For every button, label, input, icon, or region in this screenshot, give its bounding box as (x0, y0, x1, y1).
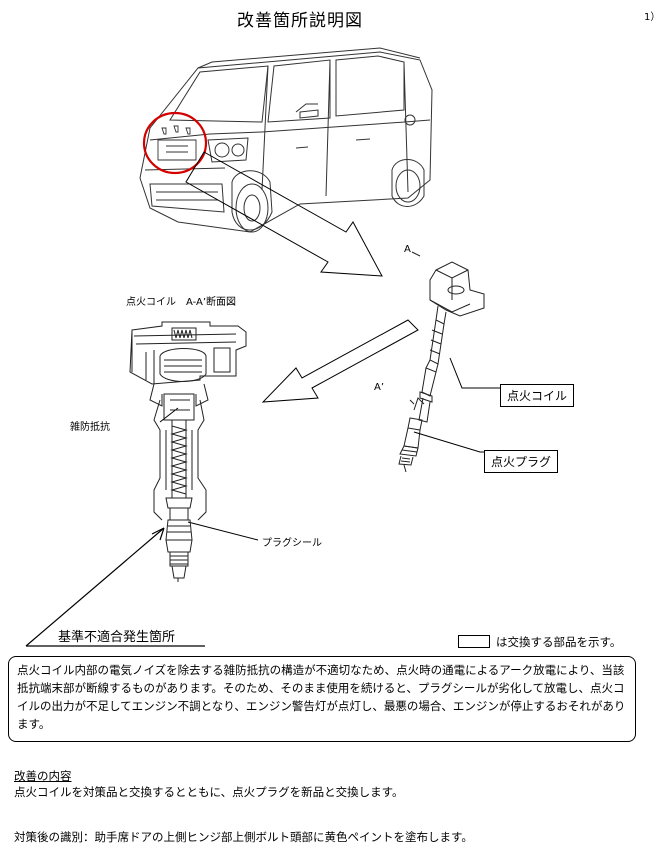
description-box: 点火コイル内部の電気ノイズを除去する雑防抵抗の構造が不適切なため、点火時の通電に… (8, 656, 636, 742)
arrow-car-to-coil (185, 151, 383, 277)
section-mark-a: A (404, 244, 411, 255)
defect-location-label: 基準不適合発生箇所 (58, 630, 176, 645)
section-mark-a-prime: A’ (374, 382, 385, 393)
improvement-heading: 改善の内容 (14, 769, 72, 783)
plug-seal-label: プラグシール (262, 538, 322, 549)
cross-section-drawing (129, 321, 247, 582)
legend-swatch (458, 635, 490, 648)
page-number: 1） (644, 12, 661, 23)
section-title: 点火コイル A-A’断面図 (126, 297, 237, 308)
improvement-text: 点火コイルを対策品と交換するとともに、点火プラグを新品と交換します。 (14, 785, 404, 799)
defect-leader (25, 527, 205, 647)
arrow-coil-to-section (261, 319, 419, 403)
resistor-label: 雑防抵抗 (70, 422, 110, 433)
car-illustration (139, 47, 433, 233)
legend: は交換する部品を示す。 (458, 634, 621, 650)
description-text: 点火コイル内部の電気ノイズを除去する雑防抵抗の構造が不適切なため、点火時の通電に… (17, 663, 626, 731)
spark-plug-callout: 点火プラグ (484, 450, 559, 473)
highlight-circle (142, 111, 208, 175)
ignition-coil-drawing (398, 251, 485, 473)
identification-text: 対策後の識別：助手席ドアの上側ヒンジ部上側ボルト頭部に黄色ペイントを塗布します。 (14, 830, 473, 844)
legend-text: は交換する部品を示す。 (496, 635, 622, 649)
page-title: 改善箇所説明図 (237, 11, 363, 31)
ignition-coil-callout: 点火コイル (500, 384, 575, 407)
leader-lines (159, 357, 500, 541)
coil-mini-icons (157, 125, 197, 161)
